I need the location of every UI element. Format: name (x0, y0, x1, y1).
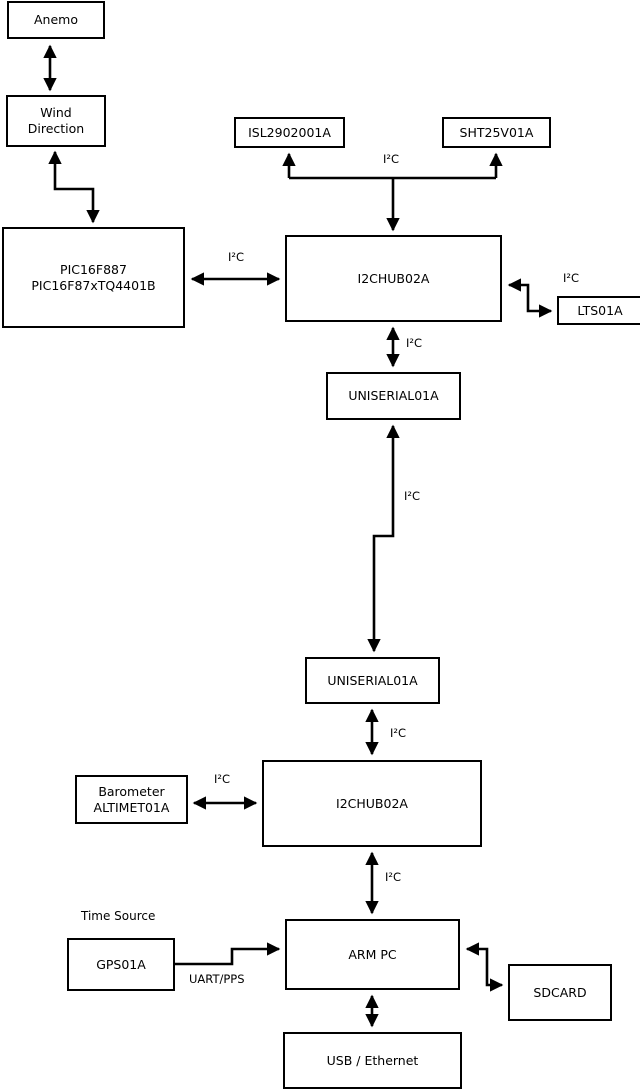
node-lts01a-label: LTS01A (577, 302, 623, 318)
edge-label-i2c-barometer-hub2: I²C (214, 772, 231, 786)
connector-uniserial-link (367, 424, 400, 653)
edge-label-i2c-uniserial-link: I²C (404, 489, 421, 503)
node-arm-pc[interactable]: ARM PC (285, 919, 460, 990)
node-uniserial01a-bottom-label: UNISERIAL01A (327, 672, 418, 688)
node-isl2902001a[interactable]: ISL2902001A (234, 117, 345, 148)
node-usb-ethernet-label: USB / Ethernet (326, 1052, 419, 1068)
node-sdcard[interactable]: SDCARD (508, 964, 612, 1021)
edge-label-i2c-hub2-armpc: I²C (385, 870, 402, 884)
node-wind-direction[interactable]: Wind Direction (6, 95, 106, 147)
node-uniserial01a-top-label: UNISERIAL01A (348, 388, 439, 403)
node-i2chub02a-top-label: I2CHUB02A (357, 270, 430, 286)
node-i2chub02a-bottom-label: I2CHUB02A (336, 795, 408, 811)
node-arm-pc-label: ARM PC (348, 946, 397, 962)
node-pic-mcu-label: PIC16F887 PIC16F87xTQ4401B (31, 261, 156, 293)
node-wind-direction-label: Wind Direction (27, 105, 85, 136)
edge-label-i2c-uniserial-hub2: I²C (390, 726, 407, 740)
node-lts01a[interactable]: LTS01A (557, 296, 640, 325)
node-uniserial01a-bottom[interactable]: UNISERIAL01A (305, 657, 440, 704)
node-usb-ethernet[interactable]: USB / Ethernet (283, 1032, 462, 1089)
node-sht25v01a-label: SHT25V01A (459, 124, 534, 140)
node-i2chub02a-top[interactable]: I2CHUB02A (285, 235, 502, 322)
label-time-source: Time Source (81, 909, 156, 923)
connector-armpc-sdcard (465, 942, 504, 992)
node-isl2902001a-label: ISL2902001A (248, 124, 331, 140)
edge-label-i2c-hub-lts: I²C (563, 271, 580, 285)
node-gps01a[interactable]: GPS01A (67, 938, 175, 991)
node-i2chub02a-bottom[interactable]: I2CHUB02A (262, 760, 482, 847)
edge-label-i2c-top-bus: I²C (383, 152, 400, 166)
node-sdcard-label: SDCARD (533, 984, 587, 1000)
node-anemo[interactable]: Anemo (7, 1, 105, 39)
edge-label-i2c-pic-hub: I²C (228, 250, 245, 264)
node-uniserial01a-top[interactable]: UNISERIAL01A (326, 372, 461, 420)
edge-label-i2c-hub-uniserial: I²C (406, 336, 423, 350)
node-gps01a-label: GPS01A (96, 956, 146, 972)
node-sht25v01a[interactable]: SHT25V01A (442, 117, 551, 148)
connector-hubtop-lts (507, 278, 553, 318)
node-barometer-altimet01a[interactable]: Barometer ALTIMET01A (75, 775, 188, 824)
connector-gps-armpc (175, 942, 281, 966)
node-anemo-label: Anemo (34, 12, 78, 27)
connector-pic-wind (48, 150, 100, 224)
edge-label-uart-pps: UART/PPS (189, 972, 245, 986)
node-pic-mcu[interactable]: PIC16F887 PIC16F87xTQ4401B (2, 227, 185, 328)
node-barometer-altimet01a-label: Barometer ALTIMET01A (93, 783, 170, 815)
